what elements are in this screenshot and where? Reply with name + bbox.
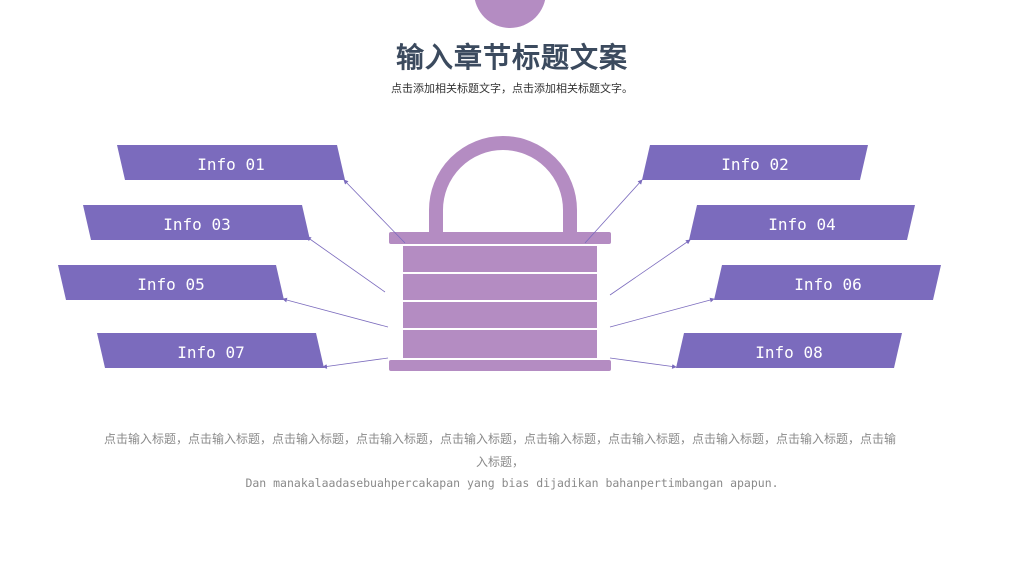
arrow-info-05 [282,297,389,328]
info-box-07: Info 07 [97,333,324,368]
info-label-03: Info 03 [163,215,230,234]
info-box-04: Info 04 [689,205,915,240]
info-label-05: Info 05 [137,275,204,294]
arrow-info-01 [343,179,406,244]
info-label-01: Info 01 [197,155,264,174]
body-text-latin: Dan manakalaadasebuahpercakapan yang bia… [245,476,779,490]
lock-body [389,232,611,371]
info-box-02: Info 02 [642,145,868,180]
lock-shackle [429,136,577,234]
arrow-info-03 [306,236,386,293]
connector-arrows [282,179,715,369]
arrow-info-04 [609,239,691,296]
info-label-04: Info 04 [768,215,835,234]
arrow-info-07 [322,357,389,369]
info-box-06: Info 06 [714,265,941,300]
info-box-08: Info 08 [676,333,902,368]
info-label-06: Info 06 [794,275,861,294]
info-label-08: Info 08 [755,343,822,362]
page-title: 输入章节标题文案 [395,41,628,74]
arrow-info-08 [609,357,677,369]
info-label-07: Info 07 [177,343,244,362]
body-text-chinese: 点击输入标题，点击输入标题，点击输入标题，点击输入标题，点击输入标题，点击输入标… [103,432,896,469]
page-subtitle: 点击添加相关标题文字，点击添加相关标题文字。 [391,82,633,95]
info-box-01: Info 01 [117,145,345,180]
info-box-05: Info 05 [58,265,284,300]
info-label-02: Info 02 [721,155,788,174]
info-box-03: Info 03 [83,205,310,240]
arrow-info-06 [609,297,715,328]
arrow-info-02 [584,179,643,244]
